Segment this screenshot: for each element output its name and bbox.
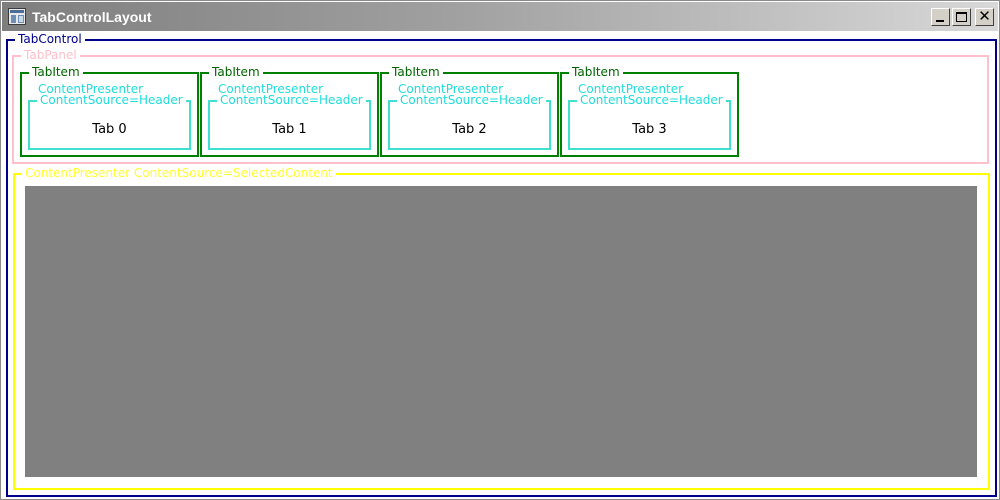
tab-item-label: TabItem <box>569 65 623 79</box>
minimize-button[interactable] <box>931 8 950 26</box>
tab-header-text[interactable]: Tab 1 <box>272 122 307 137</box>
selected-content-label: ContentPresenter ContentSource=SelectedC… <box>22 166 336 180</box>
tab-panel-group: TabPanel <box>12 48 989 164</box>
header-presenter-box: ContentSource=Header Tab 1 <box>208 93 371 150</box>
tab-control-group: TabControl <box>6 32 997 497</box>
window-title: TabControlLayout <box>32 9 152 25</box>
header-presenter-box: ContentSource=Header Tab 3 <box>568 93 731 150</box>
content-presenter-label: ContentPresenter <box>578 82 684 96</box>
content-source-label: ContentSource=Header <box>37 93 186 107</box>
content-presenter-label: ContentPresenter <box>218 82 324 96</box>
tab-item-3[interactable]: TabItem ContentPresenter ContentSource=H… <box>560 65 739 157</box>
tab-item-2[interactable]: TabItem ContentPresenter ContentSource=H… <box>380 65 559 157</box>
tab-item-label: TabItem <box>29 65 83 79</box>
header-presenter-box: ContentSource=Header Tab 0 <box>28 93 191 150</box>
content-presenter-label: ContentPresenter <box>38 82 144 96</box>
tab-panel-label: TabPanel <box>21 48 80 62</box>
content-source-label: ContentSource=Header <box>217 93 366 107</box>
tab-item-0[interactable]: TabItem ContentPresenter ContentSource=H… <box>20 65 199 157</box>
tab-header-text[interactable]: Tab 3 <box>632 122 667 137</box>
tab-header-text[interactable]: Tab 2 <box>452 122 487 137</box>
title-bar[interactable]: TabControlLayout ✕ <box>2 2 998 31</box>
tab-item-label: TabItem <box>209 65 263 79</box>
tab-item-label: TabItem <box>389 65 443 79</box>
tab-control-label: TabControl <box>15 32 85 46</box>
content-source-label: ContentSource=Header <box>577 93 726 107</box>
app-icon[interactable] <box>8 8 26 25</box>
tab-header-text[interactable]: Tab 0 <box>92 122 127 137</box>
header-presenter-box: ContentSource=Header Tab 2 <box>388 93 551 150</box>
content-presenter-label: ContentPresenter <box>398 82 504 96</box>
close-button[interactable]: ✕ <box>975 8 994 26</box>
selected-content-area[interactable] <box>25 186 977 477</box>
minimize-icon <box>936 20 944 22</box>
tab-item-1[interactable]: TabItem ContentPresenter ContentSource=H… <box>200 65 379 157</box>
close-icon: ✕ <box>978 7 991 25</box>
selected-content-group: ContentPresenter ContentSource=SelectedC… <box>13 166 990 490</box>
content-source-label: ContentSource=Header <box>397 93 546 107</box>
maximize-button[interactable] <box>952 8 971 26</box>
maximize-icon <box>956 12 967 22</box>
